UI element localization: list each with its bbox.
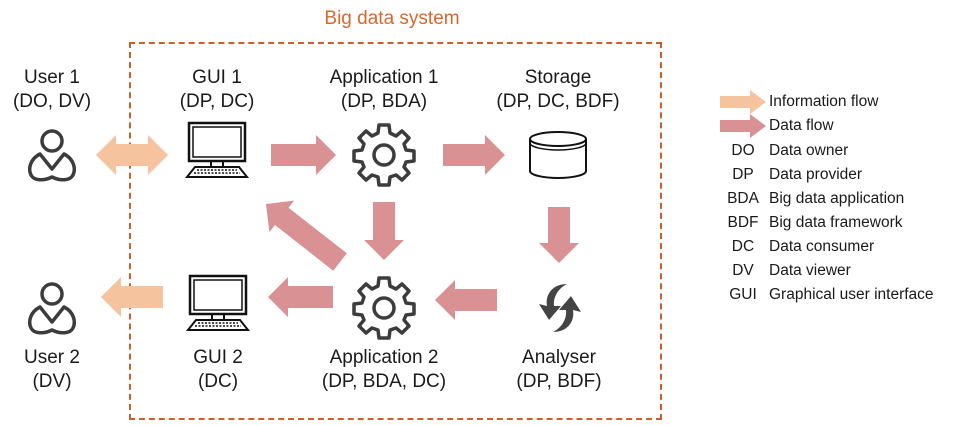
- data-flow-arrow: [364, 202, 404, 260]
- data-flow-arrow: [266, 200, 347, 271]
- system-title: Big data system: [324, 8, 460, 29]
- data-flow-arrow: [268, 277, 333, 317]
- legend-meaning: Data viewer: [769, 262, 851, 279]
- node-analyser-name: Analyser: [522, 347, 596, 368]
- legend-label: Information flow: [769, 93, 879, 110]
- node-user1-roles: (DO, DV): [12, 91, 92, 112]
- node-storage-roles: (DP, DC, BDF): [496, 91, 620, 112]
- data-flow-arrow: [271, 135, 336, 175]
- node-gui1-roles: (DP, DC): [179, 91, 255, 112]
- legend-abbr: GUI: [729, 286, 757, 303]
- node-app2-roles: (DP, BDA, DC): [321, 371, 447, 392]
- node-user2-label: User 2 (DV): [24, 346, 80, 394]
- data-flow-arrow: [443, 135, 505, 175]
- node-gui1-name: GUI 1: [192, 67, 242, 88]
- legend-abbr: BDA: [727, 190, 759, 207]
- node-user2-roles: (DV): [32, 371, 72, 392]
- legend-label: Data flow: [769, 117, 834, 134]
- node-storage-name: Storage: [524, 67, 592, 88]
- node-user1-label: User 1 (DO, DV): [13, 66, 91, 114]
- big-data-system-boundary: [129, 42, 662, 420]
- computer-icon: [185, 121, 249, 179]
- refresh-icon: [539, 284, 581, 332]
- node-app2-name: Application 2: [329, 347, 439, 368]
- legend-abbr: DO: [731, 142, 755, 159]
- node-gui2-name: GUI 2: [193, 347, 243, 368]
- legend-abbr: BDF: [727, 214, 759, 231]
- node-app1-label: Application 1 (DP, BDA): [330, 66, 439, 114]
- legend-meaning: Big data application: [769, 190, 905, 207]
- node-gui1-label: GUI 1 (DP, DC): [180, 66, 255, 114]
- node-analyser-roles: (DP, BDF): [516, 371, 602, 392]
- information-flow-arrow-icon: [720, 90, 766, 114]
- legend-meaning: Graphical user interface: [769, 286, 934, 303]
- information-flow-arrow: [101, 277, 163, 317]
- gear-icon: [352, 276, 416, 340]
- node-app2-label: Application 2 (DP, BDA, DC): [322, 346, 446, 394]
- legend-meaning: Data provider: [769, 166, 863, 183]
- legend-abbr: DV: [732, 262, 754, 279]
- node-storage-label: Storage (DP, DC, BDF): [496, 66, 619, 114]
- legend-meaning: Data consumer: [769, 238, 875, 255]
- node-gui2-roles: (DC): [197, 371, 239, 392]
- node-app1-roles: (DP, BDA): [340, 91, 428, 112]
- database-icon: [529, 131, 587, 179]
- data-flow-arrow: [539, 207, 579, 263]
- legend-meaning: Big data framework: [769, 214, 903, 231]
- legend-abbr: DP: [732, 166, 754, 183]
- gear-icon: [352, 123, 416, 187]
- node-app1-name: Application 1: [329, 67, 439, 88]
- node-analyser-label: Analyser (DP, BDF): [516, 346, 601, 394]
- node-gui2-label: GUI 2 (DC): [193, 346, 243, 394]
- computer-icon: [186, 274, 250, 332]
- information-flow-arrow: [96, 135, 168, 175]
- data-flow-arrow-icon: [720, 114, 766, 138]
- user-icon: [27, 282, 77, 335]
- data-flow-arrow: [435, 280, 497, 320]
- legend-abbr: DC: [731, 238, 755, 255]
- user-icon: [27, 129, 77, 182]
- node-user1-name: User 1: [24, 67, 80, 88]
- node-user2-name: User 2: [24, 347, 80, 368]
- legend-meaning: Data owner: [769, 142, 849, 159]
